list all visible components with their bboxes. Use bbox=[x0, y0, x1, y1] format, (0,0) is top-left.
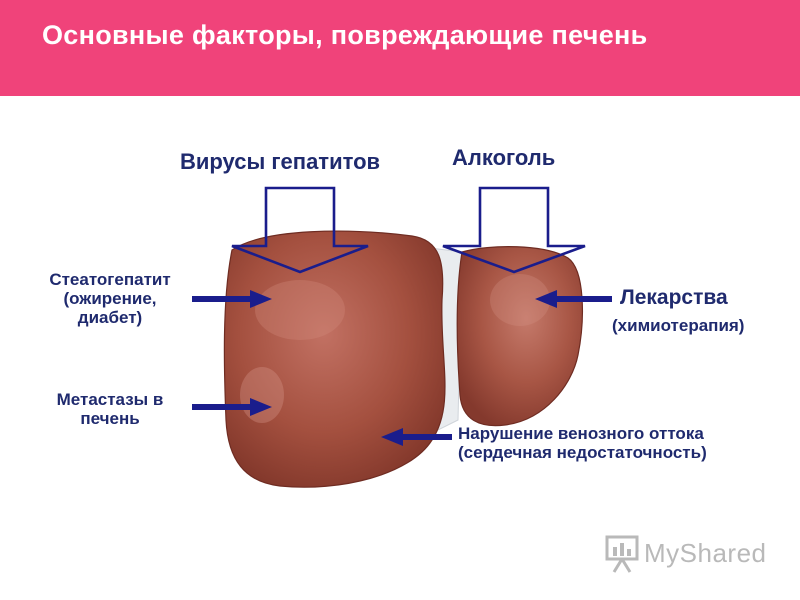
label-line: (ожирение, bbox=[63, 289, 157, 309]
arrow-steatohepatitis bbox=[192, 290, 272, 308]
label-alcohol: Алкоголь bbox=[452, 145, 556, 170]
down-arrow-alcohol bbox=[442, 186, 586, 274]
arrow-metastases bbox=[192, 398, 272, 416]
down-arrow-hepatitis bbox=[231, 186, 369, 274]
lobe-highlight bbox=[490, 274, 550, 326]
label-line: диабет) bbox=[77, 308, 143, 328]
liver-left-lobe bbox=[456, 246, 583, 427]
label-steatohepatitis: Стеатогепатит (ожирение, диабет) bbox=[30, 270, 190, 327]
lobe-highlight bbox=[240, 367, 284, 423]
presentation-board-icon bbox=[605, 535, 639, 573]
label-line: Метастазы в bbox=[56, 390, 164, 409]
label-drugs: Лекарства bbox=[620, 286, 728, 309]
arrow-venous-outflow bbox=[381, 428, 452, 446]
label-drugs-note: (химиотерапия) bbox=[612, 316, 745, 335]
lobe-highlight bbox=[255, 280, 345, 340]
label-venous-outflow: Нарушение венозного оттока (сердечная не… bbox=[458, 424, 707, 462]
label-line: Стеатогепатит bbox=[49, 270, 171, 289]
label-line: (сердечная недостаточность) bbox=[458, 443, 707, 463]
label-line: печень bbox=[80, 409, 140, 429]
arrow-drugs bbox=[535, 290, 612, 308]
watermark-text: MyShared bbox=[644, 538, 767, 568]
label-hepatitis-viruses: Вирусы гепатитов bbox=[180, 149, 381, 174]
slide-title: Основные факторы, повреждающие печень bbox=[42, 20, 648, 50]
label-line: Нарушение венозного оттока bbox=[458, 424, 704, 443]
title-bar: Основные факторы, повреждающие печень bbox=[0, 0, 800, 96]
watermark: MyShared bbox=[604, 534, 767, 574]
label-metastases: Метастазы в печень bbox=[30, 390, 190, 428]
liver-right-lobe bbox=[223, 230, 446, 488]
